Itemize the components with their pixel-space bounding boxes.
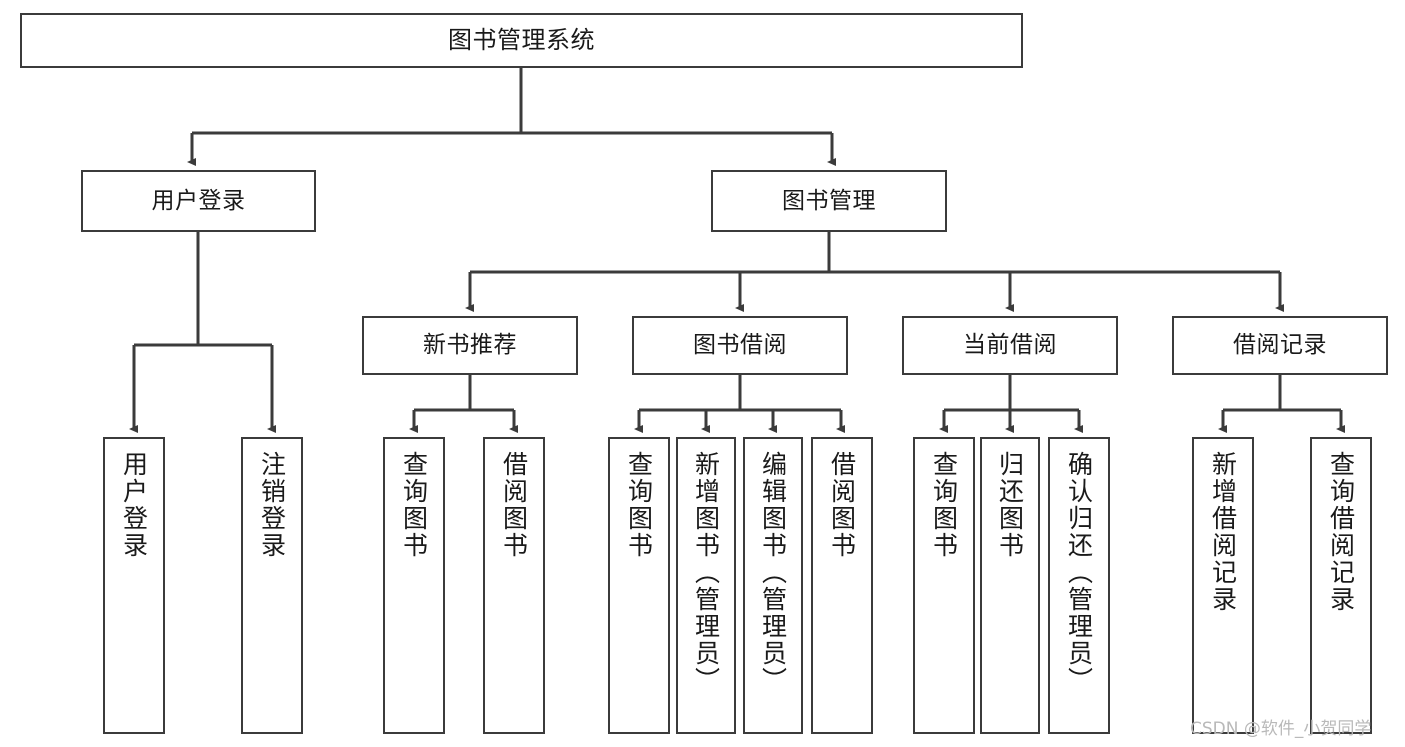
node-book-management[interactable]: 图书管理 — [711, 170, 947, 232]
leaf-query-book-borrow[interactable]: 查询图书 — [608, 437, 670, 734]
node-label: 查询图书 — [399, 451, 429, 559]
node-root-system[interactable]: 图书管理系统 — [20, 13, 1023, 68]
node-borrow-record[interactable]: 借阅记录 — [1172, 316, 1388, 375]
node-label: 借阅记录 — [1233, 332, 1327, 359]
leaf-borrow-book-recommend[interactable]: 借阅图书 — [483, 437, 545, 734]
node-new-book-recommend[interactable]: 新书推荐 — [362, 316, 578, 375]
node-label: 编辑图书（管理员） — [758, 451, 788, 694]
leaf-query-book-current[interactable]: 查询图书 — [913, 437, 975, 734]
node-label: 用户登录 — [151, 187, 246, 214]
node-book-borrow[interactable]: 图书借阅 — [632, 316, 848, 375]
leaf-query-book-recommend[interactable]: 查询图书 — [383, 437, 445, 734]
node-user-login[interactable]: 用户登录 — [81, 170, 316, 232]
leaf-add-book-admin[interactable]: 新增图书（管理员） — [676, 437, 736, 734]
node-label: 查询图书 — [624, 451, 654, 559]
node-current-borrow[interactable]: 当前借阅 — [902, 316, 1118, 375]
node-label: 查询借阅记录 — [1326, 451, 1356, 613]
node-label: 确认归还（管理员） — [1064, 451, 1094, 694]
node-label: 新增借阅记录 — [1208, 451, 1238, 613]
node-label: 当前借阅 — [963, 332, 1057, 359]
csdn-watermark: CSDN @软件_小贺同学 — [1190, 719, 1372, 739]
leaf-user-login[interactable]: 用户登录 — [103, 437, 165, 734]
node-label: 查询图书 — [929, 451, 959, 559]
leaf-query-borrow-record[interactable]: 查询借阅记录 — [1310, 437, 1372, 734]
node-label: 新增图书（管理员） — [691, 451, 721, 694]
node-label: 图书借阅 — [693, 332, 787, 359]
node-label: 借阅图书 — [499, 451, 529, 559]
leaf-confirm-return-admin[interactable]: 确认归还（管理员） — [1048, 437, 1110, 734]
node-label: 归还图书 — [995, 451, 1025, 559]
node-label: 新书推荐 — [423, 332, 517, 359]
leaf-borrow-book[interactable]: 借阅图书 — [811, 437, 873, 734]
leaf-add-borrow-record[interactable]: 新增借阅记录 — [1192, 437, 1254, 734]
node-label: 借阅图书 — [827, 451, 857, 559]
node-label: 图书管理 — [782, 187, 876, 214]
node-label: 用户登录 — [119, 451, 149, 559]
leaf-logout[interactable]: 注销登录 — [241, 437, 303, 734]
leaf-edit-book-admin[interactable]: 编辑图书（管理员） — [743, 437, 803, 734]
node-label: 注销登录 — [257, 451, 287, 559]
node-label: 图书管理系统 — [448, 25, 595, 54]
leaf-return-book[interactable]: 归还图书 — [980, 437, 1040, 734]
